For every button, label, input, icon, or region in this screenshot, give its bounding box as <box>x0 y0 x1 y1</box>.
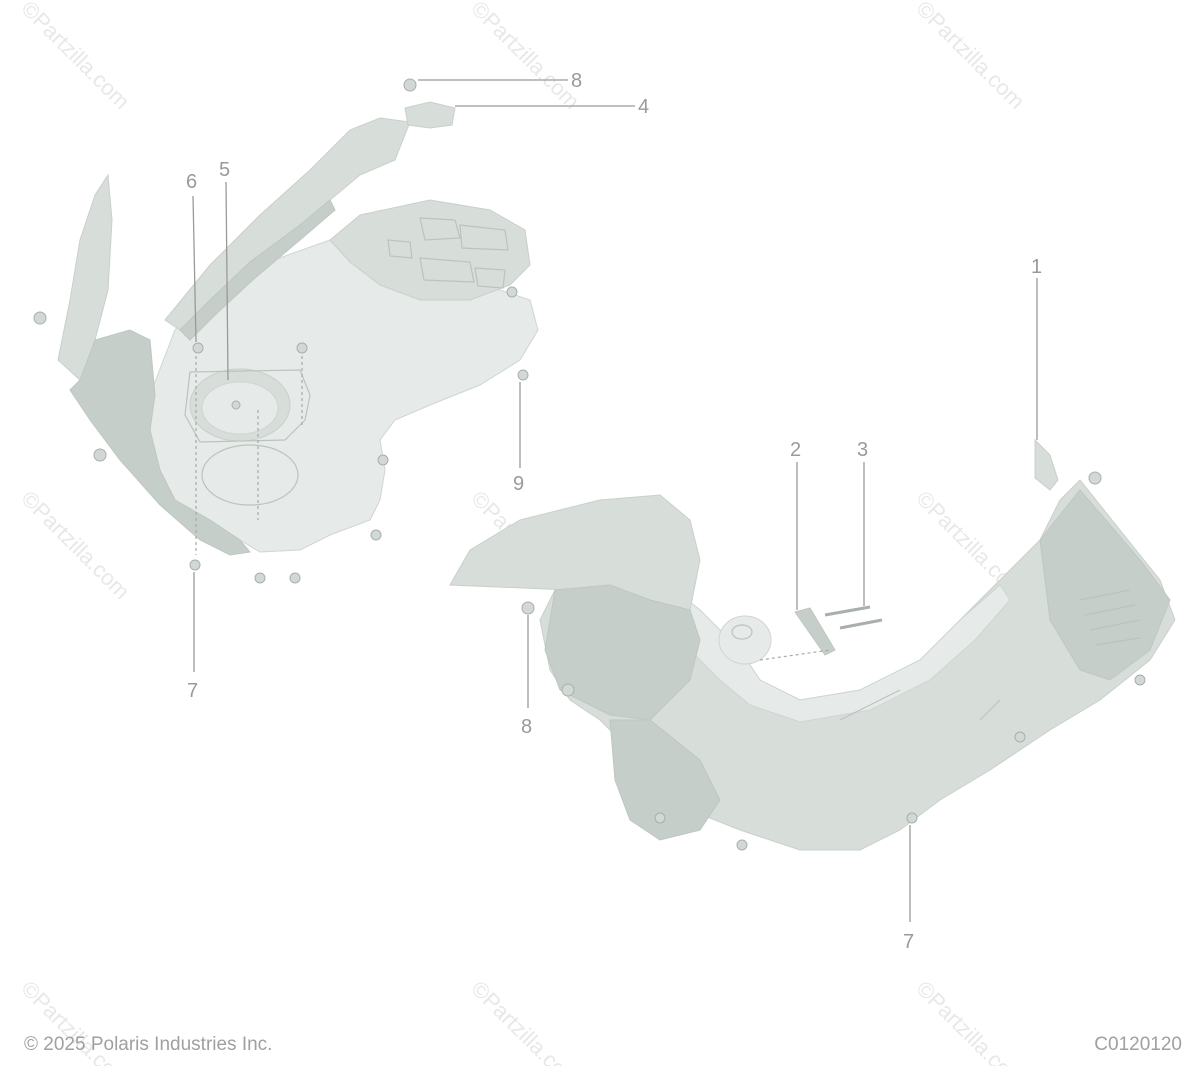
callout-6: 6 <box>186 171 197 193</box>
push-rivet <box>906 812 918 824</box>
left-mount-bracket-shadow <box>544 584 701 721</box>
push-rivet <box>1014 731 1026 743</box>
rivet-pin <box>839 618 883 630</box>
watermark: ©Partzilla.com <box>466 976 584 1066</box>
alignment-line <box>759 649 831 661</box>
rear-raised-section <box>329 199 531 301</box>
vent-slat <box>1094 637 1141 646</box>
speaker-center-fastener <box>231 400 241 410</box>
leader-line-5 <box>225 181 229 381</box>
push-rivet <box>33 311 47 325</box>
push-rivet <box>736 839 748 851</box>
vent-slat <box>1089 619 1141 631</box>
callout-8: 8 <box>571 70 582 92</box>
watermark: ©Partzilla.com <box>466 0 584 114</box>
panel-cutout <box>419 257 475 283</box>
push-rivet <box>1088 471 1102 485</box>
push-rivet <box>506 286 518 298</box>
push-rivet <box>192 342 204 354</box>
speaker-gasket <box>201 444 299 506</box>
callout-7: 7 <box>903 931 914 953</box>
right-vented-section <box>1039 489 1171 681</box>
push-rivet <box>254 572 266 584</box>
lower-front-panel-assembly <box>449 438 1176 851</box>
callout-5: 5 <box>219 159 230 181</box>
push-rivet <box>561 683 575 697</box>
rivet-pin <box>824 605 871 617</box>
push-rivet <box>517 369 529 381</box>
speaker-mount-inner <box>201 381 279 435</box>
callouts: 8 4 6 5 9 7 1 2 3 8 7 <box>186 70 1042 953</box>
push-rivet <box>403 78 417 92</box>
push-rivet <box>521 601 535 615</box>
surface-line <box>979 699 1001 721</box>
floor-panel-assembly <box>33 78 539 584</box>
leader-line-6 <box>192 195 197 343</box>
surface-line <box>839 689 901 721</box>
watermark: ©Partzilla.com <box>911 976 1029 1066</box>
callout-8: 8 <box>521 716 532 738</box>
push-rivet <box>189 559 201 571</box>
panel-cutout <box>474 267 506 289</box>
top-tab <box>1034 438 1059 491</box>
side-rail-shadow <box>179 199 336 341</box>
callout-7: 7 <box>187 680 198 702</box>
push-rivet <box>296 342 308 354</box>
mount-boss <box>718 615 772 665</box>
watermark: ©Partzilla.com <box>911 0 1029 114</box>
callout-9: 9 <box>513 473 524 495</box>
push-rivet <box>377 454 389 466</box>
front-bracket <box>404 101 456 129</box>
lower-housing <box>609 719 721 841</box>
push-rivet <box>289 572 301 584</box>
panel-cutout <box>387 239 413 259</box>
push-rivet <box>93 448 107 462</box>
push-rivet <box>370 529 382 541</box>
callout-2: 2 <box>790 439 801 461</box>
leader-lines <box>192 79 1038 922</box>
panel-cutout <box>419 217 461 241</box>
push-rivet <box>654 812 666 824</box>
callout-4: 4 <box>638 96 649 118</box>
vent-slat <box>1084 604 1136 616</box>
copyright-notice: © 2025 Polaris Industries Inc. <box>24 1034 273 1055</box>
watermark: ©Partzilla.com <box>16 0 134 114</box>
left-side-flange <box>69 329 251 556</box>
vent-slat <box>1079 589 1131 601</box>
callout-1: 1 <box>1031 256 1042 278</box>
push-rivet <box>1134 674 1146 686</box>
mount-boss-slot <box>731 624 753 640</box>
diagram-id: C0120120 <box>1094 1034 1182 1055</box>
watermark: ©Partzilla.com <box>16 486 134 604</box>
callout-3: 3 <box>857 439 868 461</box>
panel-cutout <box>459 224 509 251</box>
decal <box>794 607 836 656</box>
